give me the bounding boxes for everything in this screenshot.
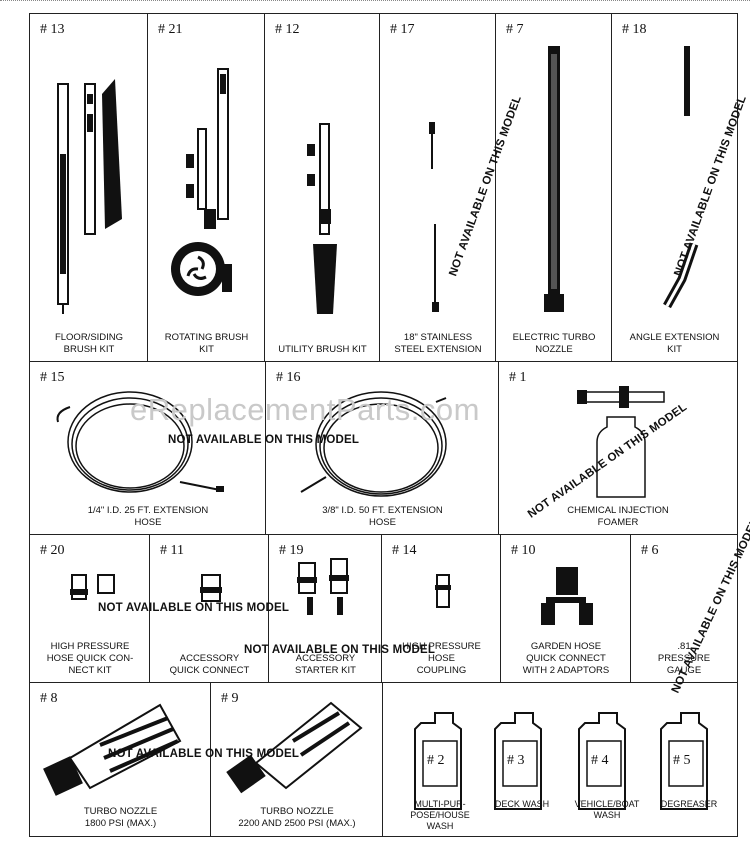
cell-10: # 10 GARDEN HOSE QUICK CONNECT WITH 2 AD… xyxy=(500,534,632,684)
starter-kit-icon xyxy=(297,558,349,615)
watermark: eReplacementParts.com xyxy=(130,392,480,427)
foamer-bottle-icon xyxy=(577,386,665,498)
hose-coil-icon xyxy=(300,391,447,497)
cell-21: # 21 ROTATING BRUSH KIT xyxy=(147,13,266,363)
item-caption: .81 PRESSURE GAUGE xyxy=(657,641,711,676)
item-caption: GARDEN HOSE QUICK CONNECT WITH 2 ADAPTOR… xyxy=(522,641,610,676)
cell-19: # 19 ACCESSORY STARTER KIT xyxy=(268,534,383,684)
cell-15: # 15 1/4" I.D. 25 ft. EXTENSION HOSE xyxy=(29,361,267,536)
cell-20: # 20 HIGH PRESSURE HOSE QUICK CON- NECT … xyxy=(29,534,151,684)
item-caption: ANGLE EXTENSION KIT xyxy=(629,332,720,355)
not-available-stamp-8-9: NOT AVAILABLE ON THIS MODEL xyxy=(108,748,300,760)
scan-top-edge xyxy=(0,0,750,5)
item-caption: TURBO NOZZLE 1800 PSI (max.) xyxy=(83,806,158,829)
cell-6: # 6 .81 PRESSURE GAUGE xyxy=(630,534,738,684)
cell-1: # 1 CHEMICAL INJECTION FOAMER xyxy=(498,361,738,536)
garden-hose-connect-icon xyxy=(541,567,593,625)
item-caption: CHEMICAL INJECTION FOAMER xyxy=(567,505,669,528)
jug-label: # 4 xyxy=(591,753,609,768)
item-number: # 19 xyxy=(279,543,304,558)
item-number: # 9 xyxy=(221,691,239,706)
item-caption: 1/4" I.D. 25 ft. EXTENSION HOSE xyxy=(87,505,209,528)
item-number: # 12 xyxy=(275,22,300,37)
cell-16: # 16 3/8" I.D. 50 ft. EXTENSION HOSE xyxy=(265,361,500,536)
cell-11: # 11 ACCESSORY QUICK CONNECT xyxy=(149,534,270,684)
jug-caption: MULTI-PUR- POSE/HOUSE WASH xyxy=(410,799,470,831)
jug-caption: VEHICLE/BOAT WASH xyxy=(574,799,640,820)
coupling-icon xyxy=(435,574,451,608)
cell-13: # 13 FLOOR/SIDING BRUSH KIT xyxy=(29,13,149,363)
item-number: # 14 xyxy=(392,543,417,558)
jug-caption: DEGREASER xyxy=(660,799,718,809)
angle-extension-icon xyxy=(663,46,699,309)
item-caption: 18" STAINLESS STEEL EXTENSION xyxy=(394,332,482,355)
cell-7: # 7 ELECTRIC TURBO NOZZLE xyxy=(495,13,613,363)
quick-connect-kit-icon xyxy=(70,574,115,600)
item-number: # 11 xyxy=(160,543,184,558)
jug-caption: DECK WASH xyxy=(494,799,550,809)
item-number: # 10 xyxy=(511,543,536,558)
cell-12: # 12 UTILITY BRUSH KIT xyxy=(264,13,381,363)
quick-connect-icon xyxy=(200,574,222,602)
electric-turbo-nozzle-icon xyxy=(544,46,564,312)
not-available-stamp-20-11: NOT AVAILABLE ON THIS MODEL xyxy=(98,602,290,614)
cell-cleaners: # 2 # 3 # 4 # 5 MULTI-PUR- POSE/HOUSE WA… xyxy=(382,682,738,837)
item-number: # 16 xyxy=(276,370,301,385)
hose-coil-icon xyxy=(56,391,224,493)
item-number: # 8 xyxy=(40,691,58,706)
item-caption: FLOOR/SIDING BRUSH KIT xyxy=(54,332,124,355)
item-caption: ACCESSORY QUICK CONNECT xyxy=(169,653,250,676)
item-number: # 17 xyxy=(390,22,415,37)
cell-18: # 18 ANGLE EXTENSION KIT xyxy=(611,13,738,363)
item-number: # 13 xyxy=(40,22,65,37)
item-caption: HIGH PRESSURE HOSE COUPLING xyxy=(402,641,481,676)
item-caption: ROTATING BRUSH KIT xyxy=(164,332,249,355)
item-caption: ELECTRIC TURBO NOZZLE xyxy=(512,332,596,355)
item-caption: 3/8" I.D. 50 ft. EXTENSION HOSE xyxy=(322,505,443,528)
utility-brush-icon xyxy=(307,123,337,314)
jug-label: # 2 xyxy=(427,753,445,768)
item-caption: UTILITY BRUSH KIT xyxy=(278,344,367,355)
item-number: # 18 xyxy=(622,22,647,37)
cell-17: # 17 18" STAINLESS STEEL EXTENSION xyxy=(379,13,497,363)
turbo-nozzle-icon xyxy=(226,701,363,794)
rotating-brush-icon xyxy=(171,68,232,296)
not-available-stamp-19-14: NOT AVAILABLE ON THIS MODEL xyxy=(244,644,436,656)
item-number: # 21 xyxy=(158,22,183,37)
item-number: # 7 xyxy=(506,22,524,37)
jug-label: # 3 xyxy=(507,753,525,768)
stainless-extension-icon xyxy=(429,122,439,312)
item-number: # 1 xyxy=(509,370,527,385)
item-caption: TURBO NOZZLE 2200 AND 2500 PSI (max.) xyxy=(238,806,356,829)
item-caption: ACCESSORY STARTER KIT xyxy=(295,653,356,676)
cell-14: # 14 HIGH PRESSURE HOSE COUPLING xyxy=(381,534,502,684)
not-available-stamp-hose: NOT AVAILABLE ON THIS MODEL xyxy=(168,434,360,446)
item-number: # 20 xyxy=(40,543,65,558)
detergent-jugs-icon xyxy=(414,712,708,810)
turbo-nozzle-icon xyxy=(43,703,182,796)
cell-8: # 8 TURBO NOZZLE 1800 PSI (max.) xyxy=(29,682,212,837)
cell-9: # 9 TURBO NOZZLE 2200 AND 2500 PSI (max.… xyxy=(210,682,384,837)
item-number: # 15 xyxy=(40,370,65,385)
item-caption: HIGH PRESSURE HOSE QUICK CON- NECT KIT xyxy=(46,641,134,676)
item-number: # 6 xyxy=(641,543,659,558)
floor-siding-brush-icon xyxy=(57,79,122,314)
jug-label: # 5 xyxy=(673,753,691,768)
